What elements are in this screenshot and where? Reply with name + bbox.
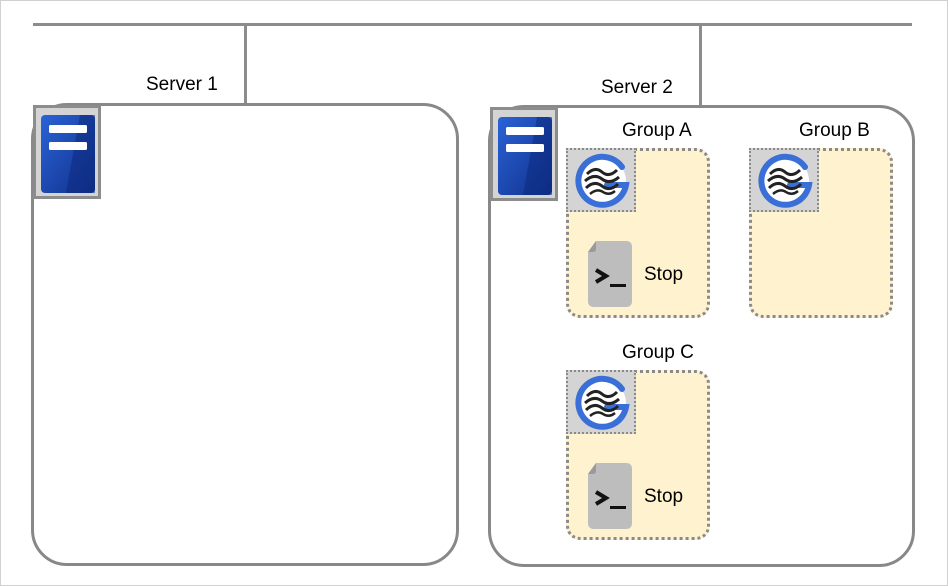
server-2-icon-tile[interactable] xyxy=(490,107,558,201)
server-icon xyxy=(498,117,552,195)
group-a-resource-label: Stop xyxy=(644,264,684,285)
script-icon xyxy=(588,463,632,529)
server-1-box[interactable] xyxy=(31,103,459,566)
group-c-icon-tile[interactable] xyxy=(566,370,636,434)
server-2-connector xyxy=(699,25,702,106)
server-1-connector xyxy=(244,25,247,104)
group-c-resource-label: Stop xyxy=(644,486,684,507)
network-bus-line xyxy=(33,23,912,26)
group-a-icon-tile[interactable] xyxy=(566,148,636,212)
group-a-label: Group A xyxy=(622,120,692,141)
group-c-label: Group C xyxy=(622,342,694,363)
group-b-box[interactable] xyxy=(749,148,893,318)
server-1-label: Server 1 xyxy=(146,74,218,95)
group-b-label: Group B xyxy=(799,120,870,141)
group-icon xyxy=(758,153,813,208)
group-b-icon-tile[interactable] xyxy=(749,148,819,212)
server-1-icon-tile[interactable] xyxy=(33,105,101,199)
server-2-label: Server 2 xyxy=(601,77,673,98)
group-icon xyxy=(575,375,630,430)
server-icon xyxy=(41,115,95,193)
script-icon xyxy=(588,241,632,307)
group-icon xyxy=(575,153,630,208)
